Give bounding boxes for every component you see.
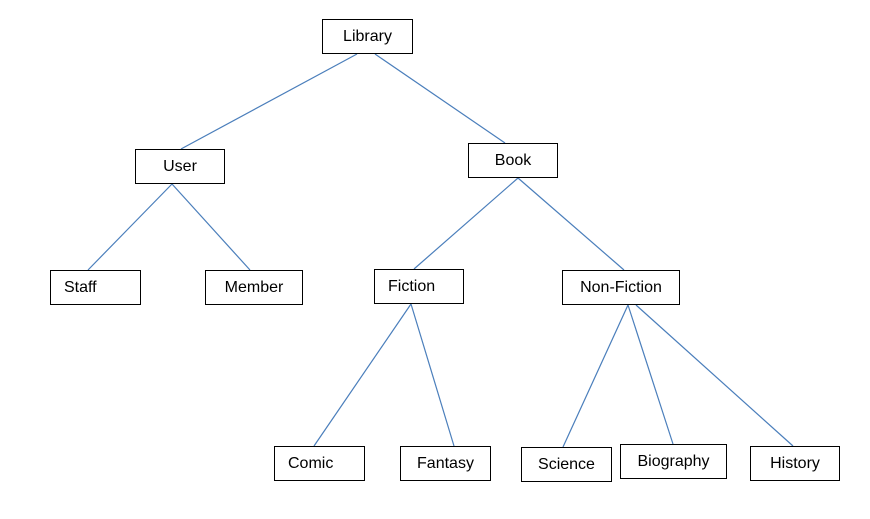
node-nonfiction: Non-Fiction [562, 270, 680, 305]
node-fantasy-label: Fantasy [417, 454, 474, 472]
edge-book-fiction [413, 177, 519, 270]
edge-book-nonfiction [517, 177, 625, 271]
edge-library-book [374, 53, 506, 144]
node-fiction-label: Fiction [388, 277, 436, 295]
node-member-label: Member [224, 278, 284, 296]
node-library: Library [322, 19, 413, 54]
node-history-label: History [770, 454, 820, 472]
node-book-label: Book [494, 151, 532, 169]
edge-nonfiction-biography [627, 304, 674, 445]
node-user-label: User [163, 157, 197, 175]
node-fiction: Fiction [374, 269, 464, 304]
node-science: Science [521, 447, 612, 482]
node-member: Member [205, 270, 303, 305]
node-fantasy: Fantasy [400, 446, 491, 481]
node-user: User [135, 149, 225, 184]
edge-fiction-fantasy [410, 303, 455, 447]
edge-nonfiction-science [562, 304, 629, 448]
node-biography-label: Biography [637, 452, 710, 470]
node-comic: Comic [274, 446, 365, 481]
edge-user-staff [87, 183, 173, 271]
edge-user-member [171, 183, 251, 271]
node-biography: Biography [620, 444, 727, 479]
node-history: History [750, 446, 840, 481]
edge-fiction-comic [313, 303, 412, 447]
node-staff-label: Staff [64, 278, 97, 296]
edge-library-user [180, 53, 358, 150]
node-nonfiction-label: Non-Fiction [580, 278, 662, 296]
node-science-label: Science [538, 455, 595, 473]
node-staff: Staff [50, 270, 141, 305]
node-library-label: Library [343, 27, 392, 45]
edge-nonfiction-history [635, 304, 794, 447]
node-comic-label: Comic [288, 454, 334, 472]
node-book: Book [468, 143, 558, 178]
